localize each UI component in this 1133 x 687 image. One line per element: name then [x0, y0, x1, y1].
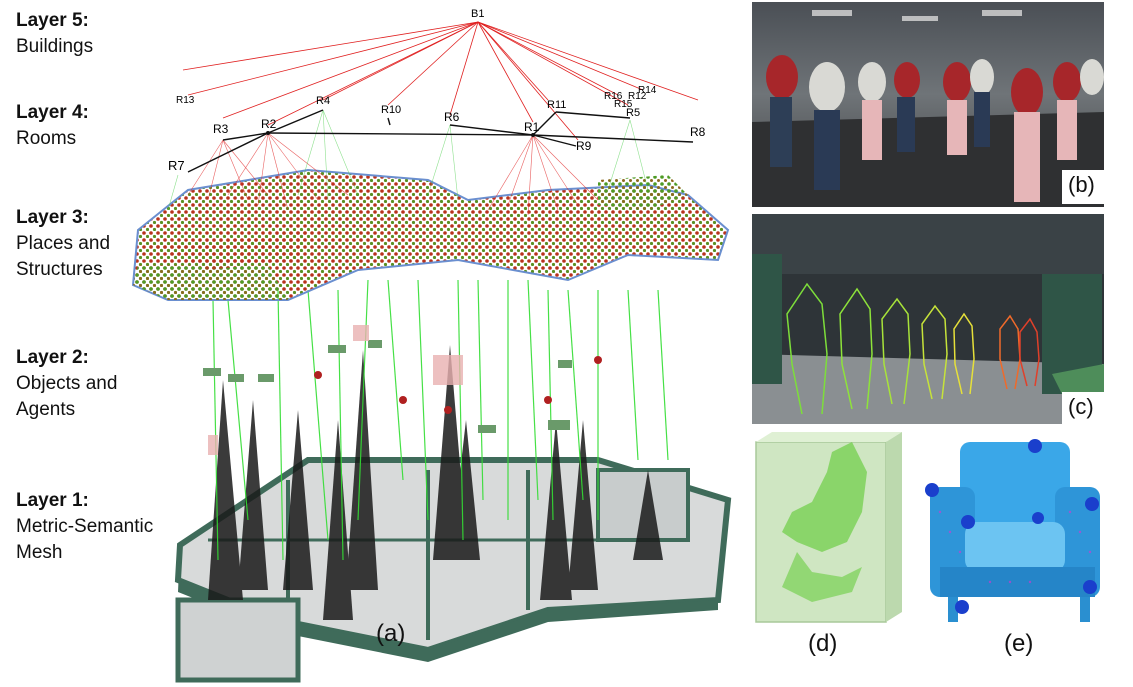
- building-node-b1: B1: [471, 8, 484, 20]
- layer2-desc-line1: Objects and: [16, 373, 118, 394]
- room-label-r1: R1: [524, 120, 540, 134]
- layer3-title: Layer 3:: [16, 207, 89, 228]
- room-label-r13: R13: [176, 95, 195, 106]
- panel-b-crowd-render: [752, 2, 1104, 207]
- room-label-r8: R8: [690, 125, 706, 139]
- scene-graph-diagram: B1 R13 R3 R2 R4 R10 R6 R1 R11 R16 R15 R1…: [131, 8, 732, 683]
- layer1-title: Layer 1:: [16, 490, 89, 511]
- places-layer: [131, 168, 730, 301]
- panel-e-keypoint-model: [925, 439, 1100, 622]
- agent-trajectory-figures: [786, 282, 1040, 415]
- room-label-r4: R4: [316, 95, 330, 107]
- room-label-r2: R2: [261, 117, 277, 131]
- room-label-r12: R12: [628, 91, 647, 102]
- object-agent-links: [212, 279, 669, 561]
- panel-c-agent-trajectories: [752, 214, 1104, 424]
- structure-cones: [208, 345, 663, 620]
- layer3-label: Layer 3: Places and Structures: [16, 205, 110, 283]
- panel-b-tag: (b): [1068, 172, 1095, 197]
- layer2-label: Layer 2: Objects and Agents: [16, 345, 117, 423]
- layer3-desc-line2: Structures: [16, 259, 103, 280]
- layer5-title: Layer 5:: [16, 10, 89, 31]
- layer2-desc-line2: Agents: [16, 399, 76, 420]
- room-label-r15: R15: [614, 99, 633, 110]
- layer4-label: Layer 4: Rooms: [16, 100, 89, 152]
- room-place-links-green: [167, 109, 649, 211]
- layer1-desc-line1: Metric-Semantic: [16, 516, 154, 537]
- panel-b-tag-bg: [1062, 170, 1104, 204]
- room-label-r9: R9: [576, 139, 592, 153]
- panel-c-tag-bg: [1062, 392, 1104, 424]
- layer1-label: Layer 1: Metric-Semantic Mesh: [16, 488, 153, 566]
- layer2-title: Layer 2:: [16, 347, 89, 368]
- room-label-r16: R16: [604, 91, 623, 102]
- panel-d-object-bounding-box: [755, 432, 902, 623]
- room-room-edges: [187, 109, 694, 173]
- layer4-title: Layer 4:: [16, 102, 89, 123]
- layer5-label: Layer 5: Buildings: [16, 8, 93, 60]
- layer4-desc-line1: Rooms: [16, 128, 77, 149]
- building-room-links: [182, 21, 699, 141]
- room-label-r7: R7: [168, 158, 185, 173]
- room-place-links: [187, 132, 599, 216]
- room-label-r3: R3: [213, 122, 229, 136]
- panel-c-tag: (c): [1068, 394, 1094, 419]
- panel-a-tag: (a): [376, 620, 406, 647]
- room-nodes: [266, 131, 535, 137]
- panel-d-tag: (d): [808, 630, 838, 657]
- layer3-desc-line1: Places and: [16, 233, 111, 254]
- room-label-r6: R6: [444, 110, 460, 124]
- room-label-r14: R14: [638, 85, 657, 96]
- room-label-r10: R10: [381, 104, 401, 116]
- layer1-desc-line2: Mesh: [16, 542, 63, 563]
- room-label-r11: R11: [547, 99, 566, 111]
- agent-figures: [766, 55, 1104, 202]
- keypoint-markers: [925, 439, 1099, 614]
- objects-and-agents: [203, 325, 602, 455]
- room-label-r5: R5: [626, 107, 640, 119]
- layer5-desc-line1: Buildings: [16, 36, 94, 57]
- panel-e-tag: (e): [1004, 630, 1034, 657]
